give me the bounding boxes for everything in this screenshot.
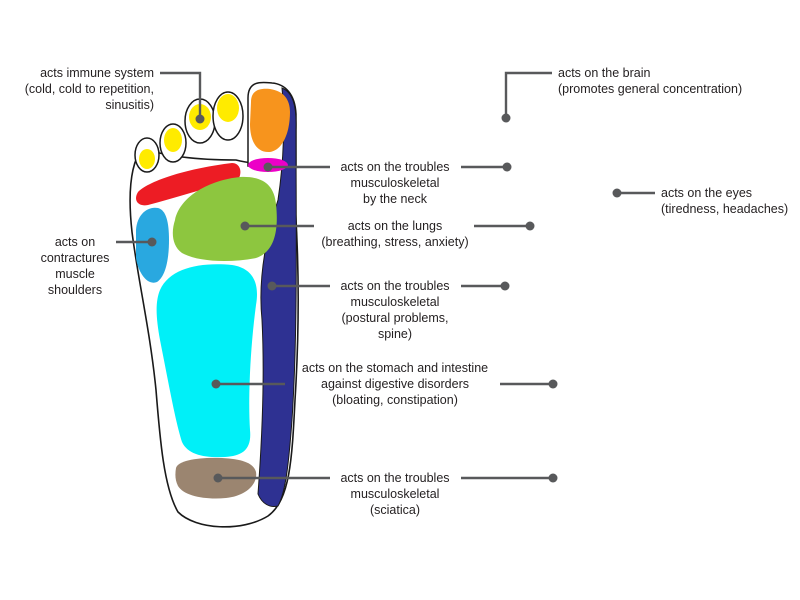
left-stomach-zone xyxy=(156,264,257,458)
leader-immune xyxy=(160,71,202,119)
label-sciatica: acts on the troubles musculoskeletal (sc… xyxy=(340,471,450,517)
leader-lines xyxy=(116,71,655,480)
label-stomach: acts on the stomach and intestine agains… xyxy=(301,361,489,407)
dot-sciatica-right xyxy=(548,473,558,483)
dot-stomach-right xyxy=(548,379,558,389)
dot-spine-left xyxy=(267,281,277,291)
dot-eyes xyxy=(612,188,622,198)
dot-neck-left xyxy=(263,162,273,172)
dot-shoulders xyxy=(147,237,157,247)
label-immune-system: acts immune system (cold, cold to repeti… xyxy=(24,66,154,112)
dot-brain xyxy=(501,113,511,123)
dot-lungs-right xyxy=(525,221,535,231)
left-lungs-zone xyxy=(172,176,277,261)
left-second-toe-zone xyxy=(217,94,239,122)
label-eyes: acts on the eyes (tiredness, headaches) xyxy=(661,186,789,216)
leader-dots xyxy=(147,113,622,483)
label-spine: acts on the troubles musculoskeletal (po… xyxy=(340,279,450,341)
left-brain-zone xyxy=(250,88,290,153)
dot-lungs-left xyxy=(240,221,250,231)
dot-neck-right xyxy=(502,162,512,172)
label-lungs: acts on the lungs (breathing, stress, an… xyxy=(321,219,469,249)
left-fourth-toe-zone xyxy=(164,128,182,152)
label-neck: acts on the troubles musculoskeletal by … xyxy=(340,160,450,206)
left-foot xyxy=(129,81,299,528)
dot-immune xyxy=(195,114,205,124)
leader-brain xyxy=(504,71,552,118)
dot-stomach-left xyxy=(211,379,221,389)
dot-sciatica-left xyxy=(213,473,223,483)
label-brain: acts on the brain (promotes general conc… xyxy=(558,66,743,96)
left-eyes-zone xyxy=(136,163,241,206)
dot-spine-right xyxy=(500,281,510,291)
left-small-toe-zone xyxy=(139,149,155,169)
label-shoulders: acts on contractures muscle shoulders xyxy=(40,235,110,297)
